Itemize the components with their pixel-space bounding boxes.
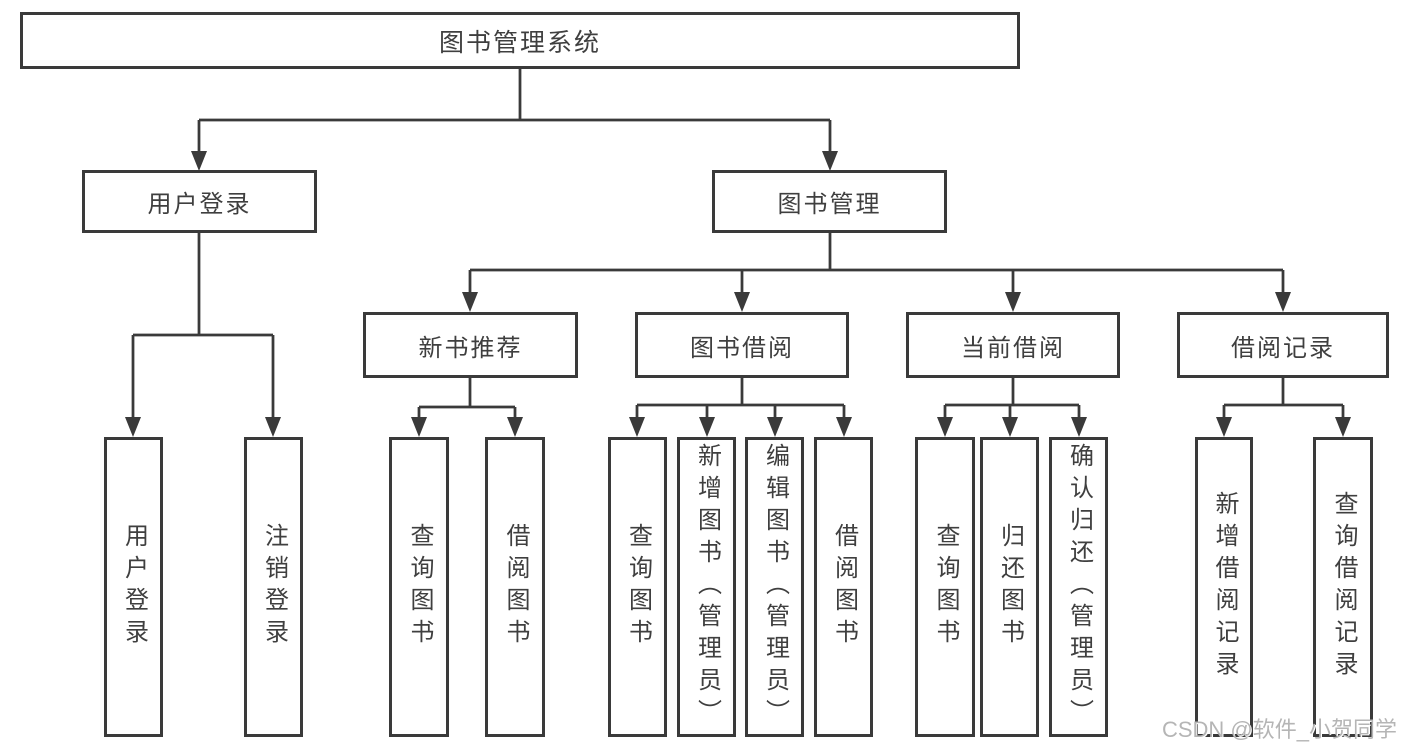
node-user-login-branch: 用户登录 — [82, 170, 317, 233]
leaf-add-books-admin: 新增图书（管理员） — [677, 437, 736, 737]
arrowhead-icon — [822, 151, 838, 171]
node-label: 查询借阅记录 — [1330, 491, 1357, 683]
arrowhead-icon — [629, 417, 645, 437]
node-label: 查询图书 — [932, 523, 959, 651]
arrowhead-icon — [734, 292, 750, 312]
arrowhead-icon — [767, 417, 783, 437]
node-borrowing-records: 借阅记录 — [1177, 312, 1389, 378]
arrowhead-icon — [1216, 417, 1232, 437]
node-label: 图书管理系统 — [438, 28, 601, 57]
node-label: 新书推荐 — [418, 334, 523, 362]
node-library-management-system: 图书管理系统 — [20, 12, 1020, 69]
node-label: 新增借阅记录 — [1211, 491, 1238, 683]
node-label: 用户登录 — [147, 191, 252, 218]
arrowhead-icon — [836, 417, 852, 437]
node-label: 查询图书 — [624, 523, 652, 651]
node-book-borrowing: 图书借阅 — [635, 312, 849, 378]
node-label: 图书管理 — [777, 191, 882, 218]
node-label: 归还图书 — [996, 523, 1024, 651]
leaf-borrow-books-recommend: 借阅图书 — [485, 437, 545, 737]
arrowhead-icon — [699, 417, 715, 437]
arrowhead-icon — [1002, 417, 1018, 437]
arrowhead-icon — [937, 417, 953, 437]
node-label: 新增图书（管理员） — [693, 443, 721, 731]
arrowhead-icon — [265, 417, 281, 437]
edge-current-to-leaves — [943, 378, 1081, 419]
node-new-book-recommend: 新书推荐 — [363, 312, 578, 378]
edge-userlogin-to-leaves — [131, 233, 275, 419]
edge-records-to-leaves — [1222, 378, 1345, 419]
edge-bookmgmt-to-modules — [468, 233, 1285, 294]
leaf-logout: 注销登录 — [244, 437, 303, 737]
node-label: 借阅图书 — [502, 523, 529, 651]
leaf-query-books-borrow: 查询图书 — [608, 437, 667, 737]
arrowhead-icon — [1071, 417, 1087, 437]
arrowhead-icon — [507, 417, 523, 437]
leaf-add-borrow-record: 新增借阅记录 — [1195, 437, 1253, 737]
node-label: 注销登录 — [260, 523, 288, 651]
leaf-user-login: 用户登录 — [104, 437, 163, 737]
arrowhead-icon — [411, 417, 427, 437]
arrowhead-icon — [1335, 417, 1351, 437]
leaf-query-books-current: 查询图书 — [915, 437, 975, 737]
node-label: 借阅记录 — [1231, 334, 1335, 362]
leaf-return-books: 归还图书 — [980, 437, 1039, 737]
arrowhead-icon — [1005, 292, 1021, 312]
edge-newbook-to-leaves — [417, 378, 517, 419]
node-current-borrowing: 当前借阅 — [906, 312, 1120, 378]
node-book-management-branch: 图书管理 — [712, 170, 947, 233]
arrowhead-icon — [462, 292, 478, 312]
leaf-query-borrow-record: 查询借阅记录 — [1313, 437, 1373, 737]
leaf-borrow-books: 借阅图书 — [814, 437, 873, 737]
edge-root-to-level2 — [197, 69, 832, 153]
node-label: 图书借阅 — [690, 334, 794, 362]
node-label: 当前借阅 — [961, 334, 1065, 362]
arrowhead-icon — [1275, 292, 1291, 312]
arrowheads — [125, 151, 1351, 437]
edge-borrow-to-leaves — [635, 378, 846, 419]
arrowhead-icon — [191, 151, 207, 171]
node-label: 确认归还（管理员） — [1065, 443, 1093, 731]
csdn-watermark: CSDN @软件_小贺同学 — [1161, 717, 1397, 742]
leaf-edit-books-admin: 编辑图书（管理员） — [745, 437, 804, 737]
node-label: 用户登录 — [120, 523, 148, 651]
leaf-query-books-recommend: 查询图书 — [389, 437, 449, 737]
node-label: 编辑图书（管理员） — [761, 443, 789, 731]
arrowhead-icon — [125, 417, 141, 437]
node-label: 查询图书 — [406, 523, 433, 651]
leaf-confirm-return-admin: 确认归还（管理员） — [1049, 437, 1108, 737]
node-label: 借阅图书 — [830, 523, 858, 651]
